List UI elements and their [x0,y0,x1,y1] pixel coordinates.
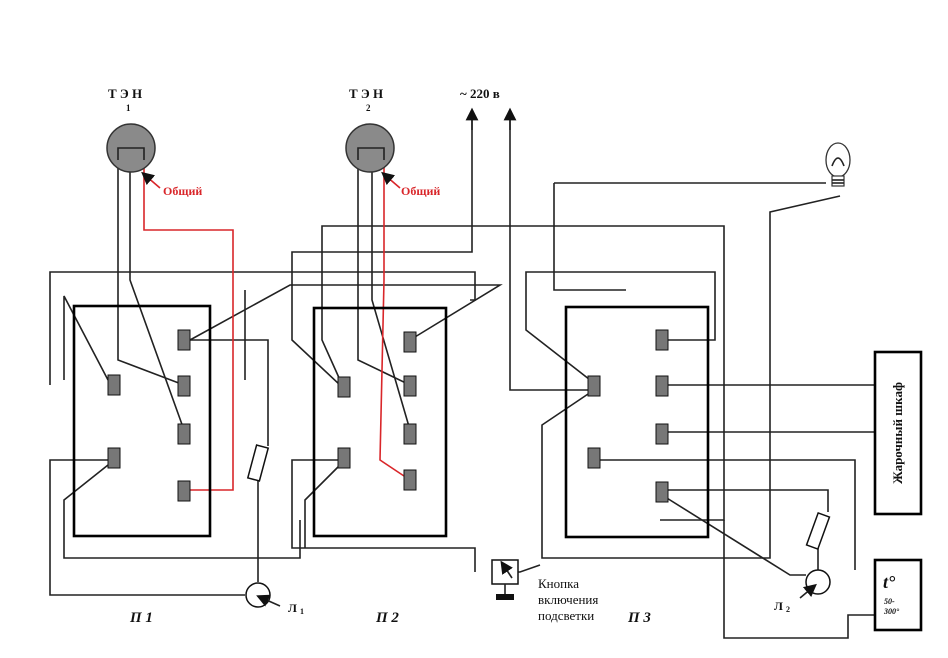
oven-label: Жарочный шкаф [890,382,905,484]
switch-1-box [72,304,212,538]
lamp-2-label: Л [774,599,783,613]
heater-2-common-label: Общий [401,184,440,198]
power-label: ~ 220 в [460,86,500,101]
power-arrows [465,107,517,130]
black-wires [49,112,875,639]
resistor-1 [246,444,270,482]
heater-1-label: Т Э Н [108,86,142,101]
switch-1-terminals [107,329,191,502]
thermostat-range-1: 50- [884,597,895,606]
heater-2 [345,123,395,173]
lamp-1-label: Л [288,601,297,615]
lamp-2-index: 2 [786,605,790,614]
thermostat-range-2: 300° [883,607,900,616]
switch-2-box [312,306,448,538]
lamp-2 [799,569,831,599]
heater-1 [106,123,156,173]
backlight-button-label-1: Кнопка [538,576,579,591]
lamp-1 [245,582,281,608]
thermostat-box [873,558,923,632]
backlight-button[interactable] [491,559,519,600]
backlight-button-label-3: подсветки [538,608,594,623]
switch-1-label: П 1 [129,610,153,626]
switch-2-label: П 2 [375,610,399,626]
backlight-button-label-2: включения [538,592,598,607]
heater-2-index: 2 [366,103,371,113]
heater-1-common-label: Общий [163,184,202,198]
switch-2-terminals [337,331,417,491]
resistor-2 [805,512,831,550]
heater-1-index: 1 [126,103,131,113]
common-wires [141,148,411,491]
heater-2-label: Т Э Н [349,86,383,101]
switch-3-terminals [587,329,669,503]
switch-3-label: П 3 [627,610,651,626]
lamp-1-index: 1 [300,607,304,616]
switch-3-box [564,305,710,539]
light-bulb-icon [825,142,851,187]
thermostat-symbol: t° [883,572,896,592]
oven-box [873,350,923,516]
